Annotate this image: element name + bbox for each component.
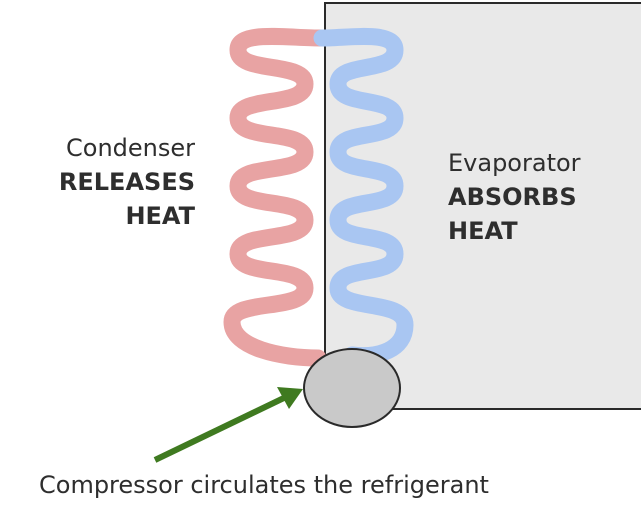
condenser-action-line2: HEAT bbox=[125, 202, 195, 230]
compressor-pointer-arrow bbox=[153, 393, 290, 463]
condenser-coil bbox=[223, 27, 331, 367]
compressor-caption: Compressor circulates the refrigerant bbox=[39, 471, 489, 499]
condenser-action-line1: RELEASES bbox=[58, 168, 195, 196]
compressor bbox=[303, 348, 401, 428]
arrow-head bbox=[277, 387, 303, 409]
evaporator-action-line1: ABSORBS bbox=[448, 183, 577, 211]
condenser-label: Condenser RELEASES HEAT bbox=[59, 131, 195, 233]
evaporator-label: Evaporator ABSORBS HEAT bbox=[448, 146, 581, 248]
condenser-name: Condenser bbox=[66, 134, 195, 162]
evaporator-action-line2: HEAT bbox=[448, 217, 518, 245]
evaporator-name: Evaporator bbox=[448, 149, 581, 177]
evaporator-coil bbox=[313, 27, 414, 365]
